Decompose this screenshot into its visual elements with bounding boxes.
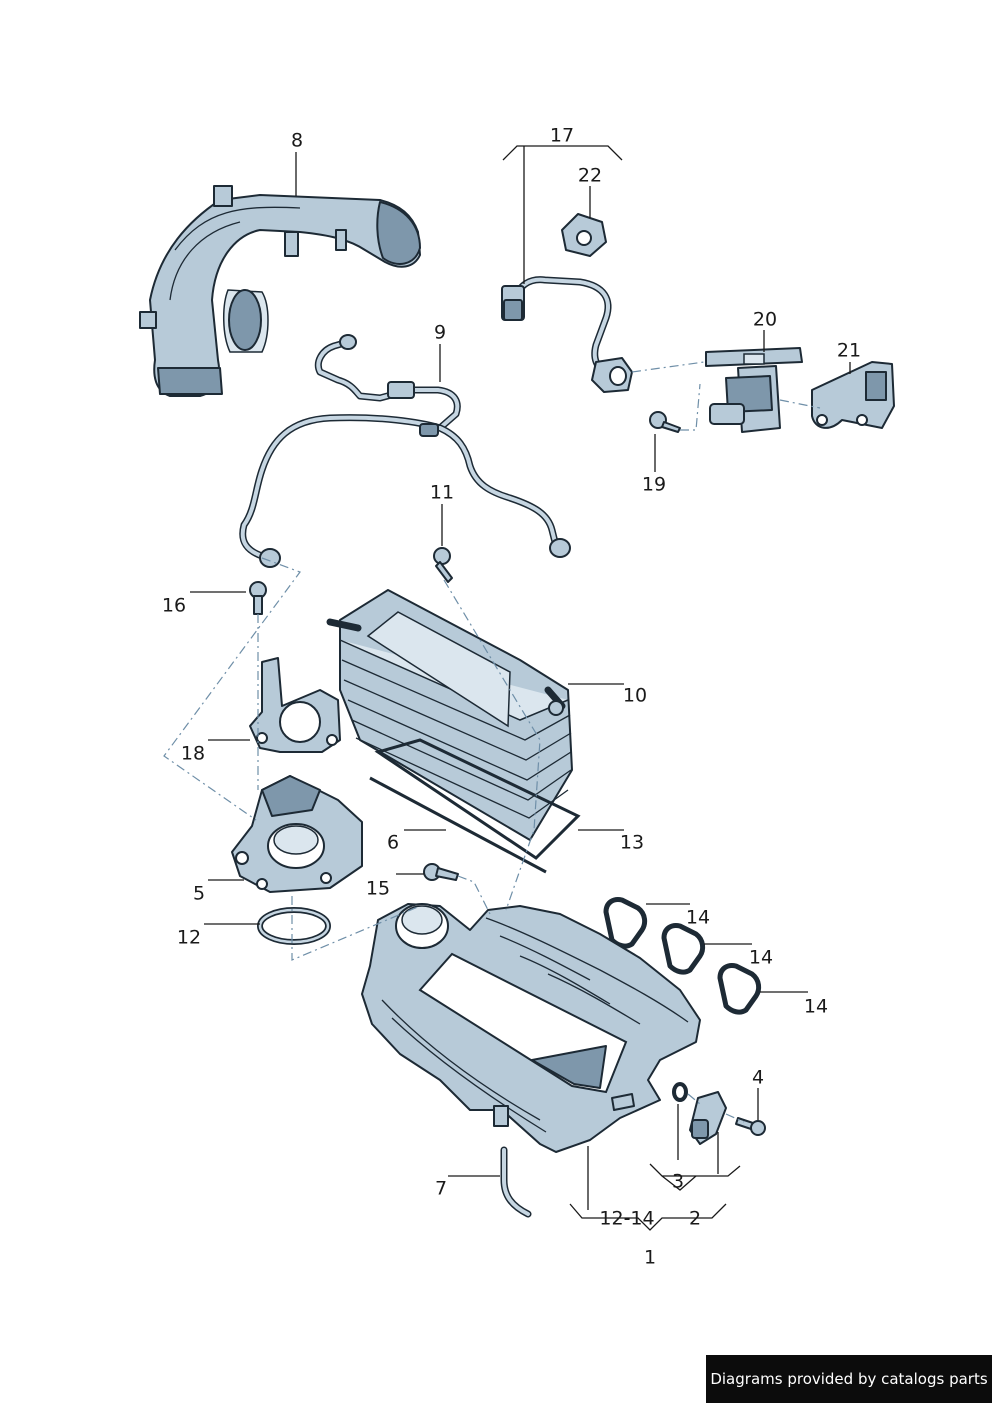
assembly-lines [163, 361, 821, 1123]
bolt-part-16 [249, 581, 267, 615]
callout-14-c: 14 [803, 995, 829, 1018]
valve-part-20 [705, 347, 803, 433]
manifold-gasket-part-14-a [603, 897, 648, 949]
leader-lines [190, 145, 851, 1231]
callout-6: 6 [386, 831, 400, 854]
gasket-part-13 [374, 738, 581, 860]
callout-12-14: 12-14 [599, 1207, 655, 1230]
callout-17: 17 [549, 124, 575, 147]
charge-air-cooler-part-10 [326, 589, 573, 841]
bracket-part-21 [811, 361, 895, 429]
callout-19: 19 [641, 473, 667, 496]
bolt-part-11 [433, 547, 453, 583]
manifold-gasket-part-14-b [661, 923, 706, 975]
vacuum-line-part-9 [239, 334, 571, 568]
callout-12: 12 [176, 926, 202, 949]
callout-3: 3 [671, 1170, 685, 1193]
callout-10: 10 [622, 684, 648, 707]
callout-15: 15 [365, 877, 391, 900]
callout-7: 7 [434, 1177, 448, 1200]
callout-2: 2 [688, 1207, 702, 1230]
seal-part-3 [672, 1082, 688, 1102]
watermark-banner: Diagrams provided by catalogs parts [706, 1355, 992, 1403]
manifold-gasket-part-14-c [717, 963, 762, 1015]
callout-11: 11 [429, 481, 455, 504]
throttle-body-part-5 [231, 775, 363, 893]
callout-9: 9 [433, 321, 447, 344]
callout-13: 13 [619, 831, 645, 854]
gasket-part-6 [369, 776, 547, 874]
callout-22: 22 [577, 164, 603, 187]
coolant-hose-part-17 [501, 276, 633, 393]
bolt-part-19 [649, 411, 681, 433]
o-ring-part-12 [257, 907, 331, 945]
intake-duct-part-8 [139, 185, 421, 397]
callout-1: 1 [643, 1246, 657, 1269]
callout-8: 8 [290, 129, 304, 152]
callout-14-a: 14 [685, 906, 711, 929]
sensor-part-2 [689, 1091, 727, 1145]
callout-21: 21 [836, 339, 862, 362]
callout-20: 20 [752, 308, 778, 331]
bolt-part-15 [423, 863, 459, 881]
intake-manifold-part-1 [361, 903, 701, 1153]
callout-5: 5 [192, 882, 206, 905]
bolt-part-4 [735, 1117, 766, 1136]
callout-4: 4 [751, 1066, 765, 1089]
hose-part-7 [500, 1146, 532, 1218]
callout-16: 16 [161, 594, 187, 617]
callout-18: 18 [180, 742, 206, 765]
hose-clip-part-22 [561, 213, 607, 257]
bracket-part-18 [249, 657, 341, 753]
callout-14-b: 14 [748, 946, 774, 969]
